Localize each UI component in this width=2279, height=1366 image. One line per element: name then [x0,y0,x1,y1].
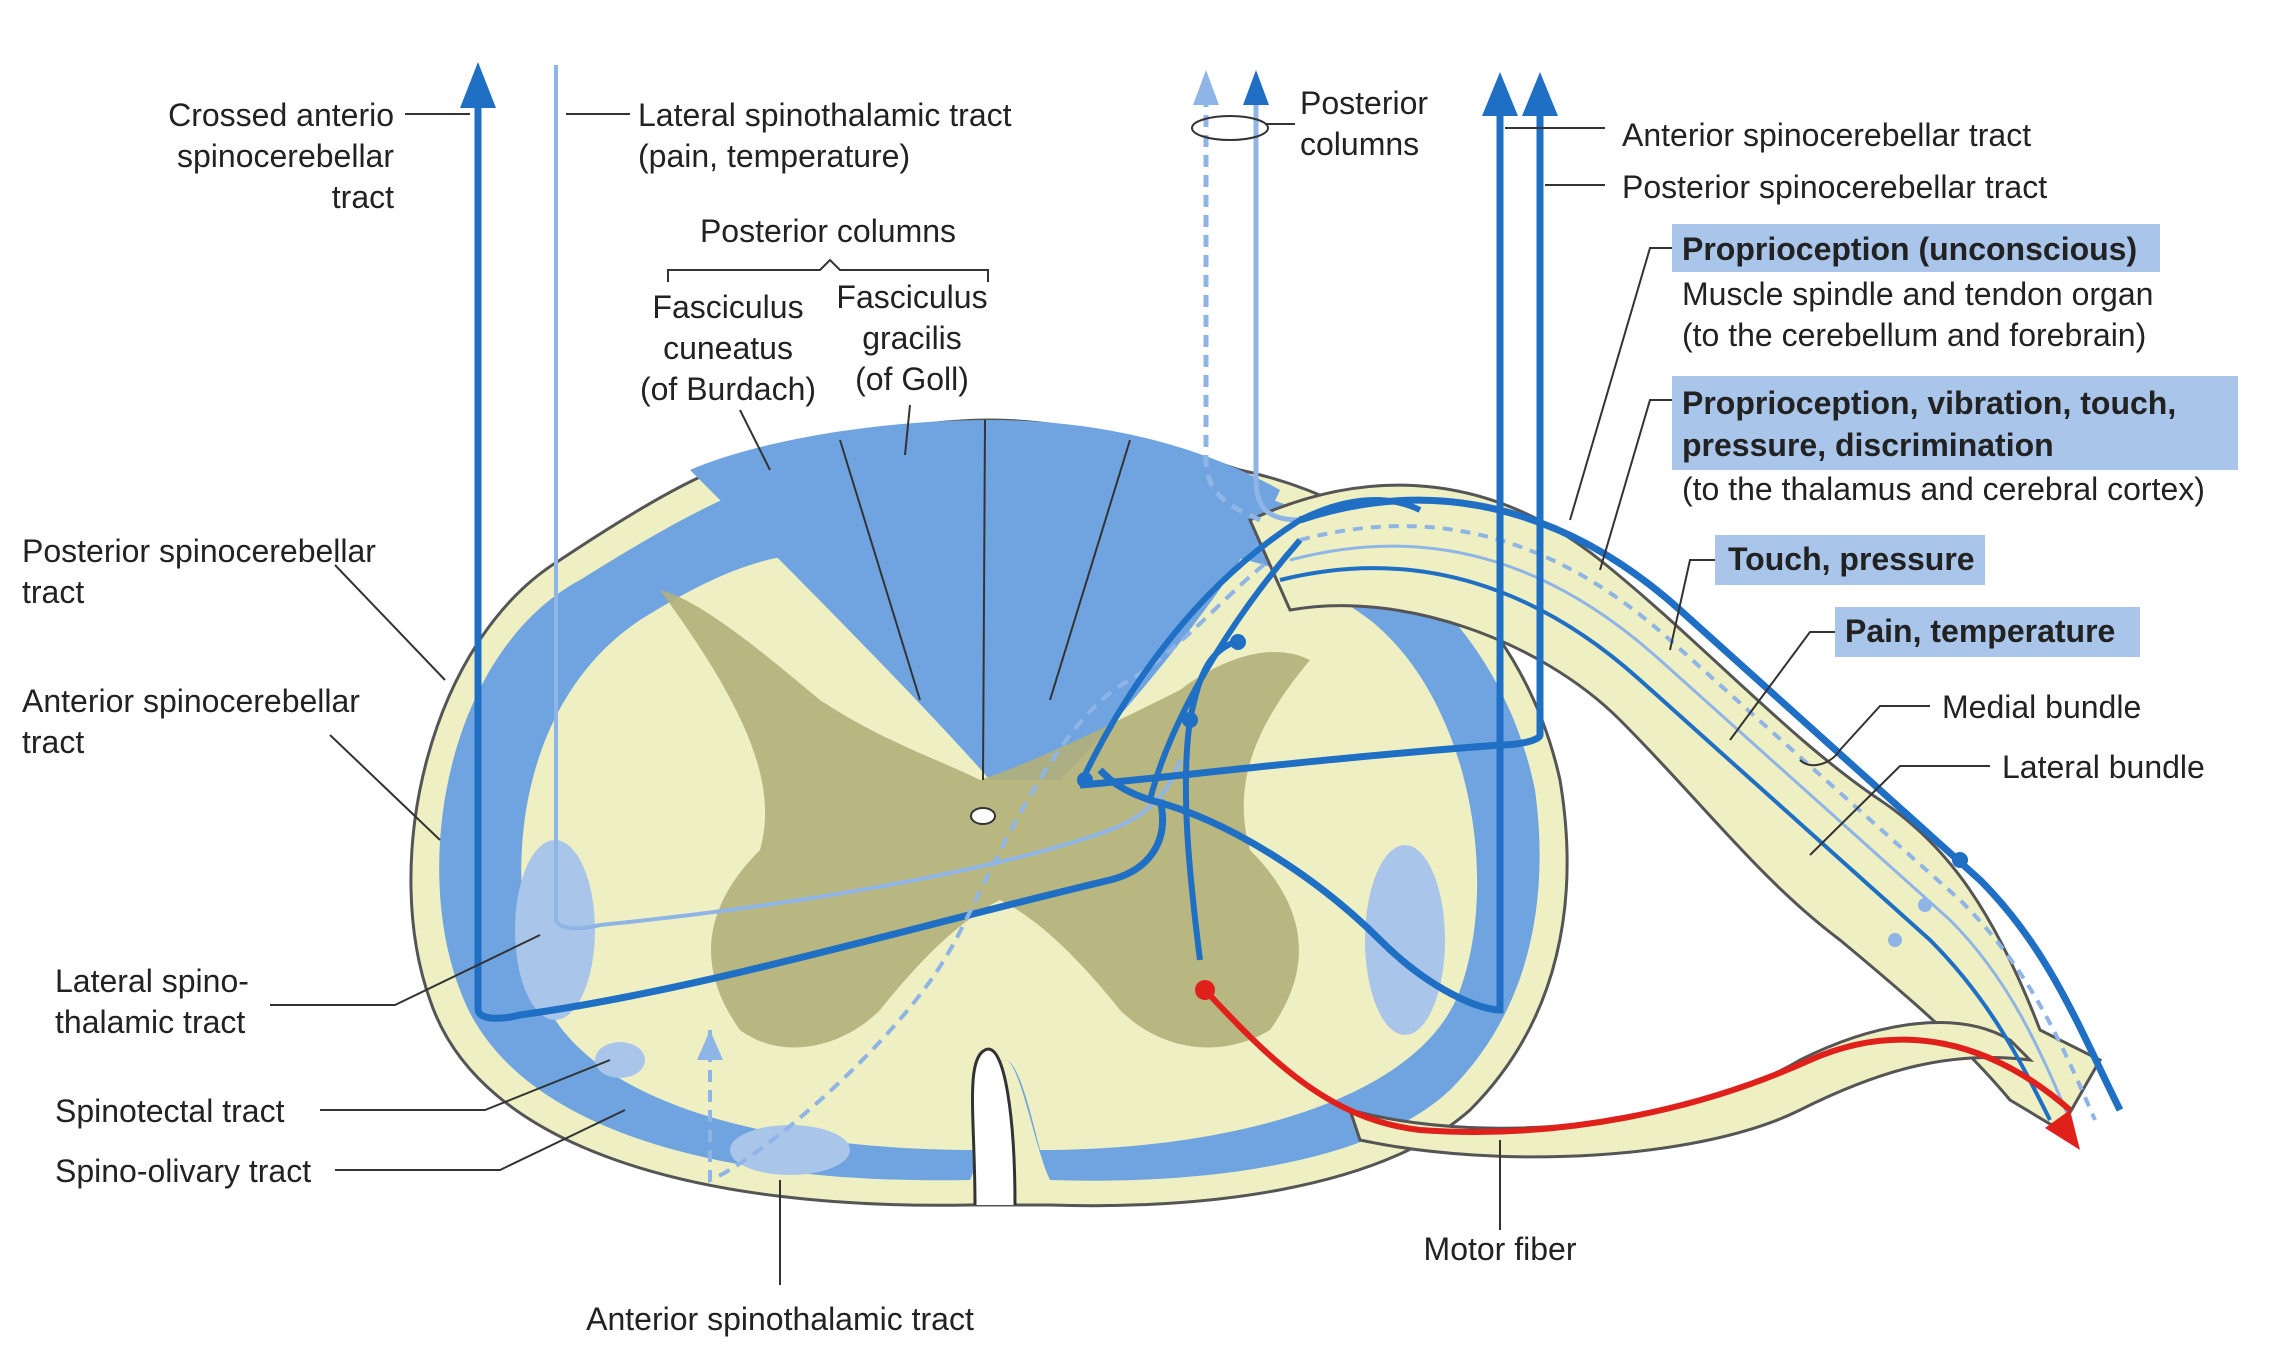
synapse-1 [1077,772,1093,788]
label-cuneatus-1: Fasciculus [652,289,803,325]
label-proprio-unconscious-title: Proprioception (unconscious) [1682,231,2137,267]
label-proprio-conscious-title-2: pressure, discrimination [1682,427,2054,463]
posterior-sct-right-arrow [1522,72,1558,116]
label-posterior-columns-top-1: Posterior [1300,85,1428,121]
label-proprio-conscious-title-1: Proprioception, vibration, touch, [1682,385,2176,421]
label-lateral-stt-top-1: Lateral spinothalamic tract [638,97,1012,133]
leader-posterior-sct-left [335,565,445,680]
ganglion-cell-2 [1918,898,1932,912]
label-posterior-columns-top-2: columns [1300,126,1419,162]
label-lateral-stt-left-2: thalamic tract [55,1004,245,1040]
label-crossed-sct-2: spinocerebellar [177,138,394,174]
label-cuneatus-2: cuneatus [663,330,793,366]
leader-proprio-conscious [1600,400,1675,570]
label-anterior-sct-left-2: tract [22,724,84,760]
label-cuneatus-3: (of Burdach) [640,371,816,407]
label-medial-bundle: Medial bundle [1942,689,2141,725]
central-canal [971,808,995,824]
label-gracilis-3: (of Goll) [855,361,969,397]
label-lateral-stt-top-2: (pain, temperature) [638,138,910,174]
spinotectal-patch [595,1042,645,1078]
posterior-columns-solid-path [1256,95,1300,520]
label-anterior-sct-left-1: Anterior spinocerebellar [22,683,360,719]
synapse-3 [1230,634,1246,650]
label-touch-pressure: Touch, pressure [1728,541,1975,577]
label-anterior-stt: Anterior spinothalamic tract [586,1301,974,1337]
label-proprio-unconscious-desc-2: (to the cerebellum and forebrain) [1682,317,2146,353]
label-spino-olivary: Spino-olivary tract [55,1153,311,1189]
label-spinotectal: Spinotectal tract [55,1093,285,1129]
label-proprio-conscious-desc: (to the thalamus and cerebral cortex) [1682,471,2205,507]
ganglion-cell-1 [1952,852,1968,868]
label-anterior-sct-right: Anterior spinocerebellar tract [1622,117,2031,153]
label-crossed-sct-1: Crossed anterio [168,97,394,133]
label-posterior-sct-left-1: Posterior spinocerebellar [22,533,376,569]
leader-proprio-unconscious [1570,248,1675,520]
label-posterior-columns-mid: Posterior columns [700,213,956,249]
label-proprio-unconscious-desc-1: Muscle spindle and tendon organ [1682,276,2153,312]
label-posterior-sct-right: Posterior spinocerebellar tract [1622,169,2047,205]
label-lateral-stt-left-1: Lateral spino- [55,963,249,999]
posterior-columns-dashed-path [1206,95,1260,520]
synapse-2 [1182,712,1198,728]
label-posterior-sct-left-2: tract [22,574,84,610]
motor-neuron-body [1195,980,1215,1000]
label-lateral-bundle: Lateral bundle [2002,749,2205,785]
label-gracilis-1: Fasciculus [836,279,987,315]
ganglion-cell-3 [1888,933,1902,947]
label-pain-temperature: Pain, temperature [1845,613,2115,649]
crossed-anterior-sct-arrow [460,62,496,108]
posterior-columns-solid-arrow [1243,70,1269,105]
label-gracilis-2: gracilis [862,320,962,356]
label-crossed-sct-3: tract [332,179,394,215]
label-motor-fiber: Motor fiber [1424,1231,1577,1267]
posterior-columns-dashed-arrow [1193,70,1219,105]
anterior-spinothalamic-patch [730,1125,850,1175]
anterior-sct-right-arrow [1482,72,1518,116]
